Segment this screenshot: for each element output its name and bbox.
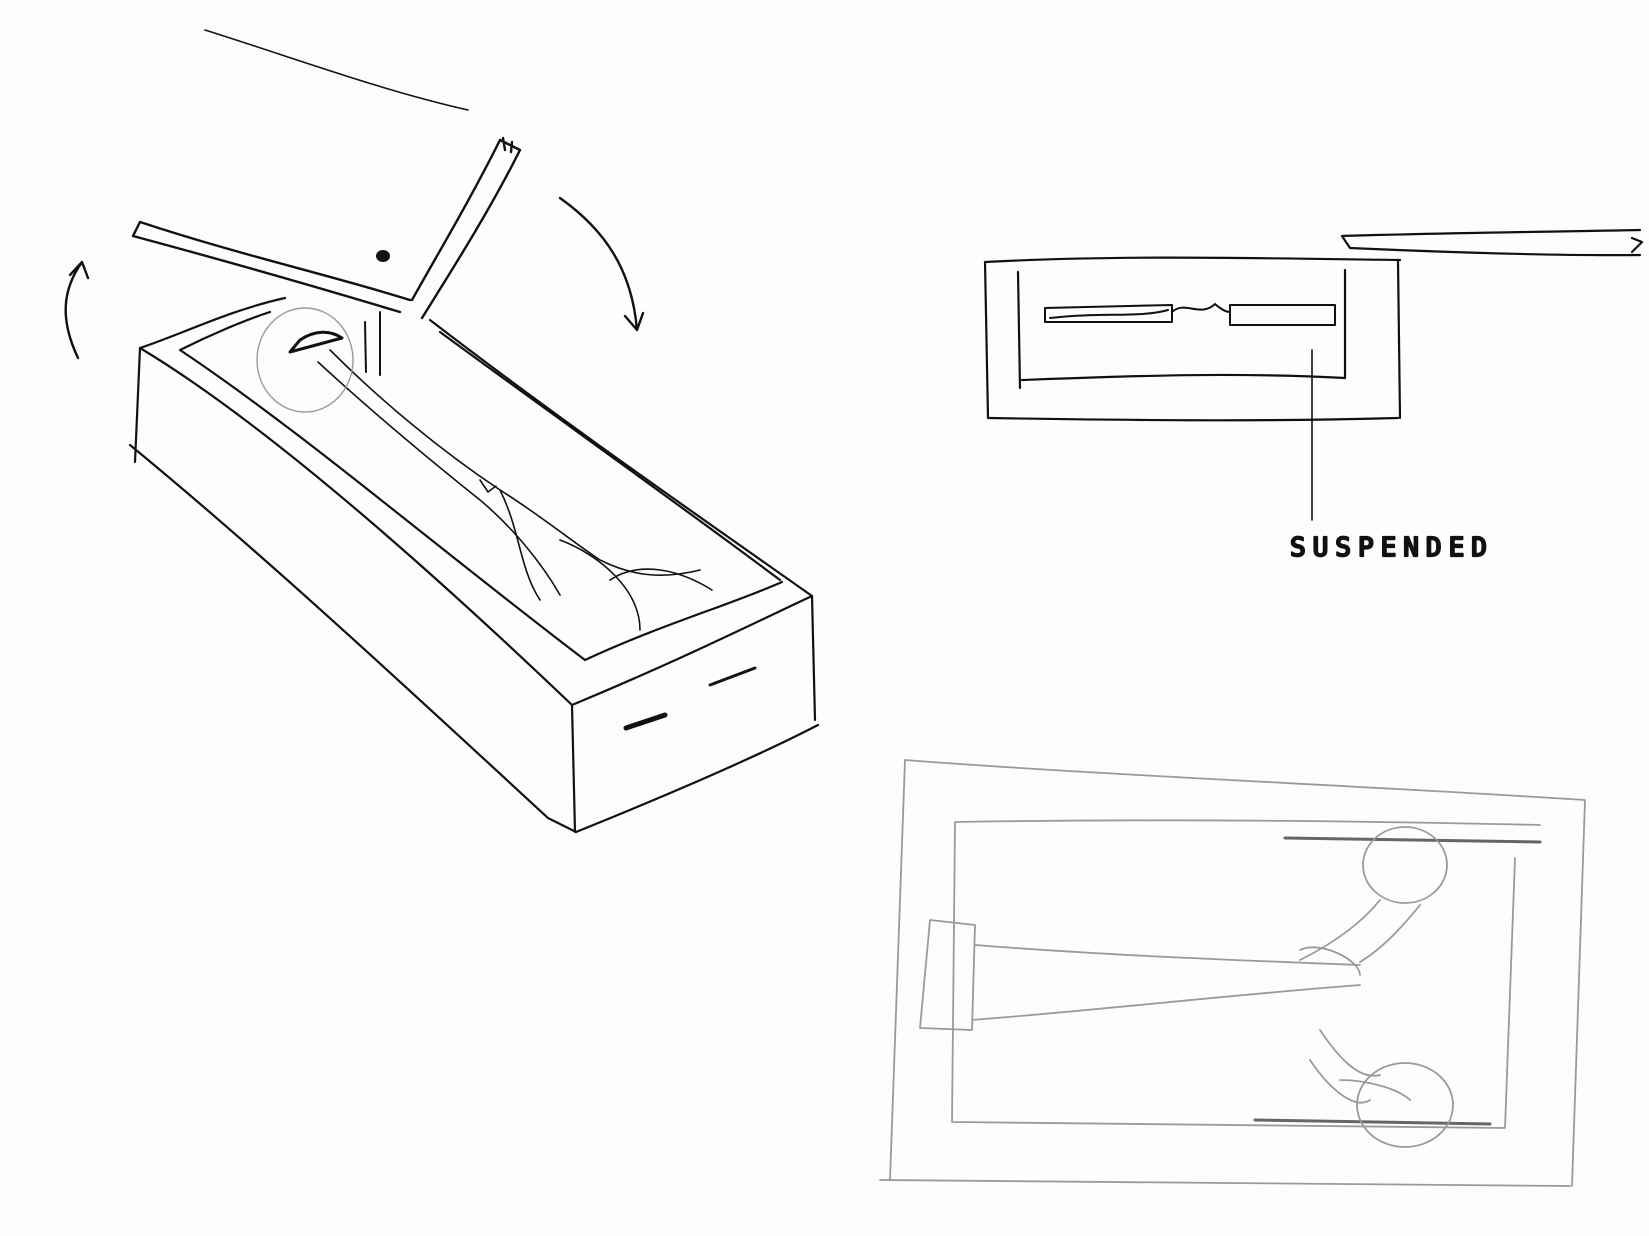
plan-strap-top <box>1283 836 1542 844</box>
section-suspended-figure <box>1044 303 1336 326</box>
plan-view-sketch <box>879 759 1586 1187</box>
box-rim-inner <box>178 310 784 662</box>
plan-inner-frame <box>951 819 1541 1129</box>
plan-head-bottom <box>1356 1062 1454 1148</box>
suspended-figure <box>256 307 713 631</box>
section-sketch: SUSPENDED <box>983 228 1644 564</box>
handle-slot-1 <box>623 712 668 731</box>
section-inner-box <box>1016 268 1347 390</box>
box-rim-outer <box>138 296 814 707</box>
left-lid <box>131 220 412 314</box>
plan-body-top <box>1299 899 1421 976</box>
hinge-post <box>364 311 381 376</box>
plan-strap-bottom <box>1253 1118 1492 1126</box>
handle-slot-2 <box>708 666 757 687</box>
section-outer-box <box>983 256 1402 422</box>
plan-head-top <box>1362 826 1448 904</box>
suspended-label: SUSPENDED <box>1290 533 1494 563</box>
stray-line-top <box>204 29 469 111</box>
rotate-arrow-right <box>558 196 645 332</box>
section-lid <box>1340 228 1644 257</box>
box-side-face <box>574 594 820 834</box>
hinge-dot <box>376 250 390 262</box>
plan-plank <box>919 919 1361 1031</box>
right-lid <box>410 136 522 320</box>
plan-outer-frame <box>879 759 1586 1187</box>
isometric-box-sketch <box>64 29 820 834</box>
figure-halo <box>256 307 354 413</box>
box-front-face <box>128 346 578 834</box>
plan-body-bottom <box>1309 1029 1411 1104</box>
rotate-arrow-left <box>64 260 90 360</box>
